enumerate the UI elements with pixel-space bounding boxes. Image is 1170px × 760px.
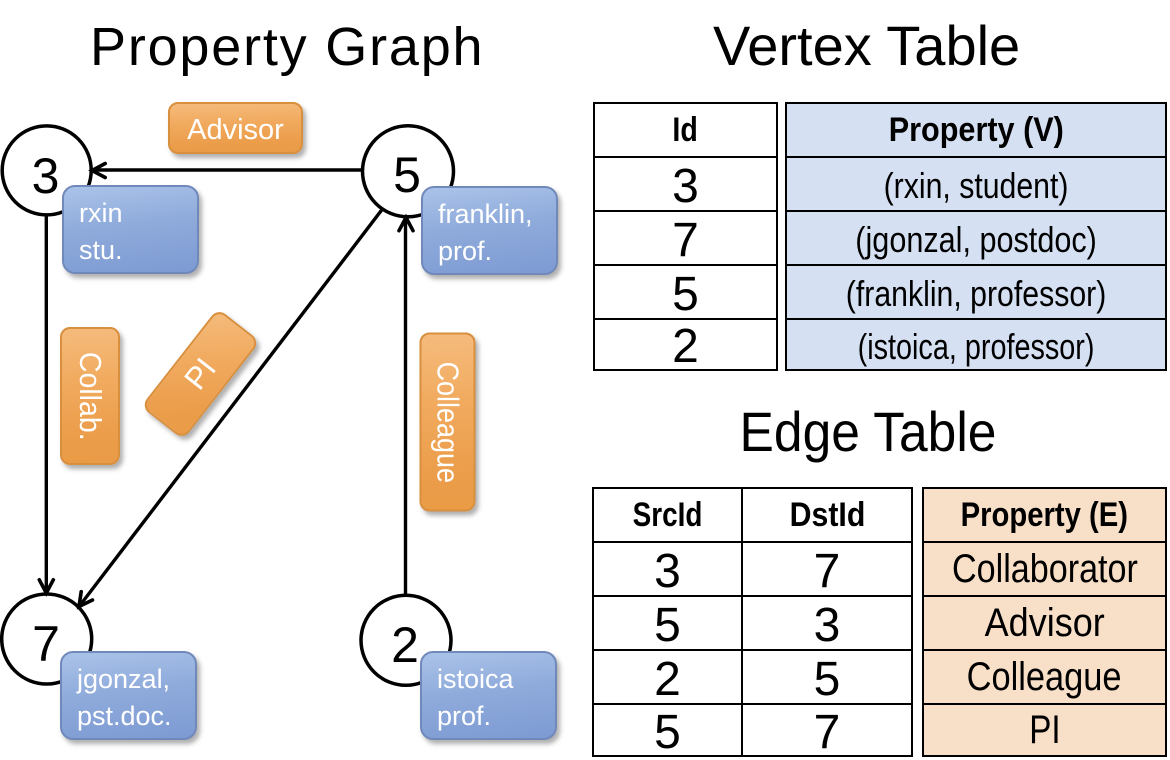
svg-text:7: 7 [32, 616, 60, 672]
svg-text:2: 2 [391, 617, 419, 673]
svg-text:5: 5 [393, 147, 421, 203]
svg-text:3: 3 [32, 148, 60, 204]
